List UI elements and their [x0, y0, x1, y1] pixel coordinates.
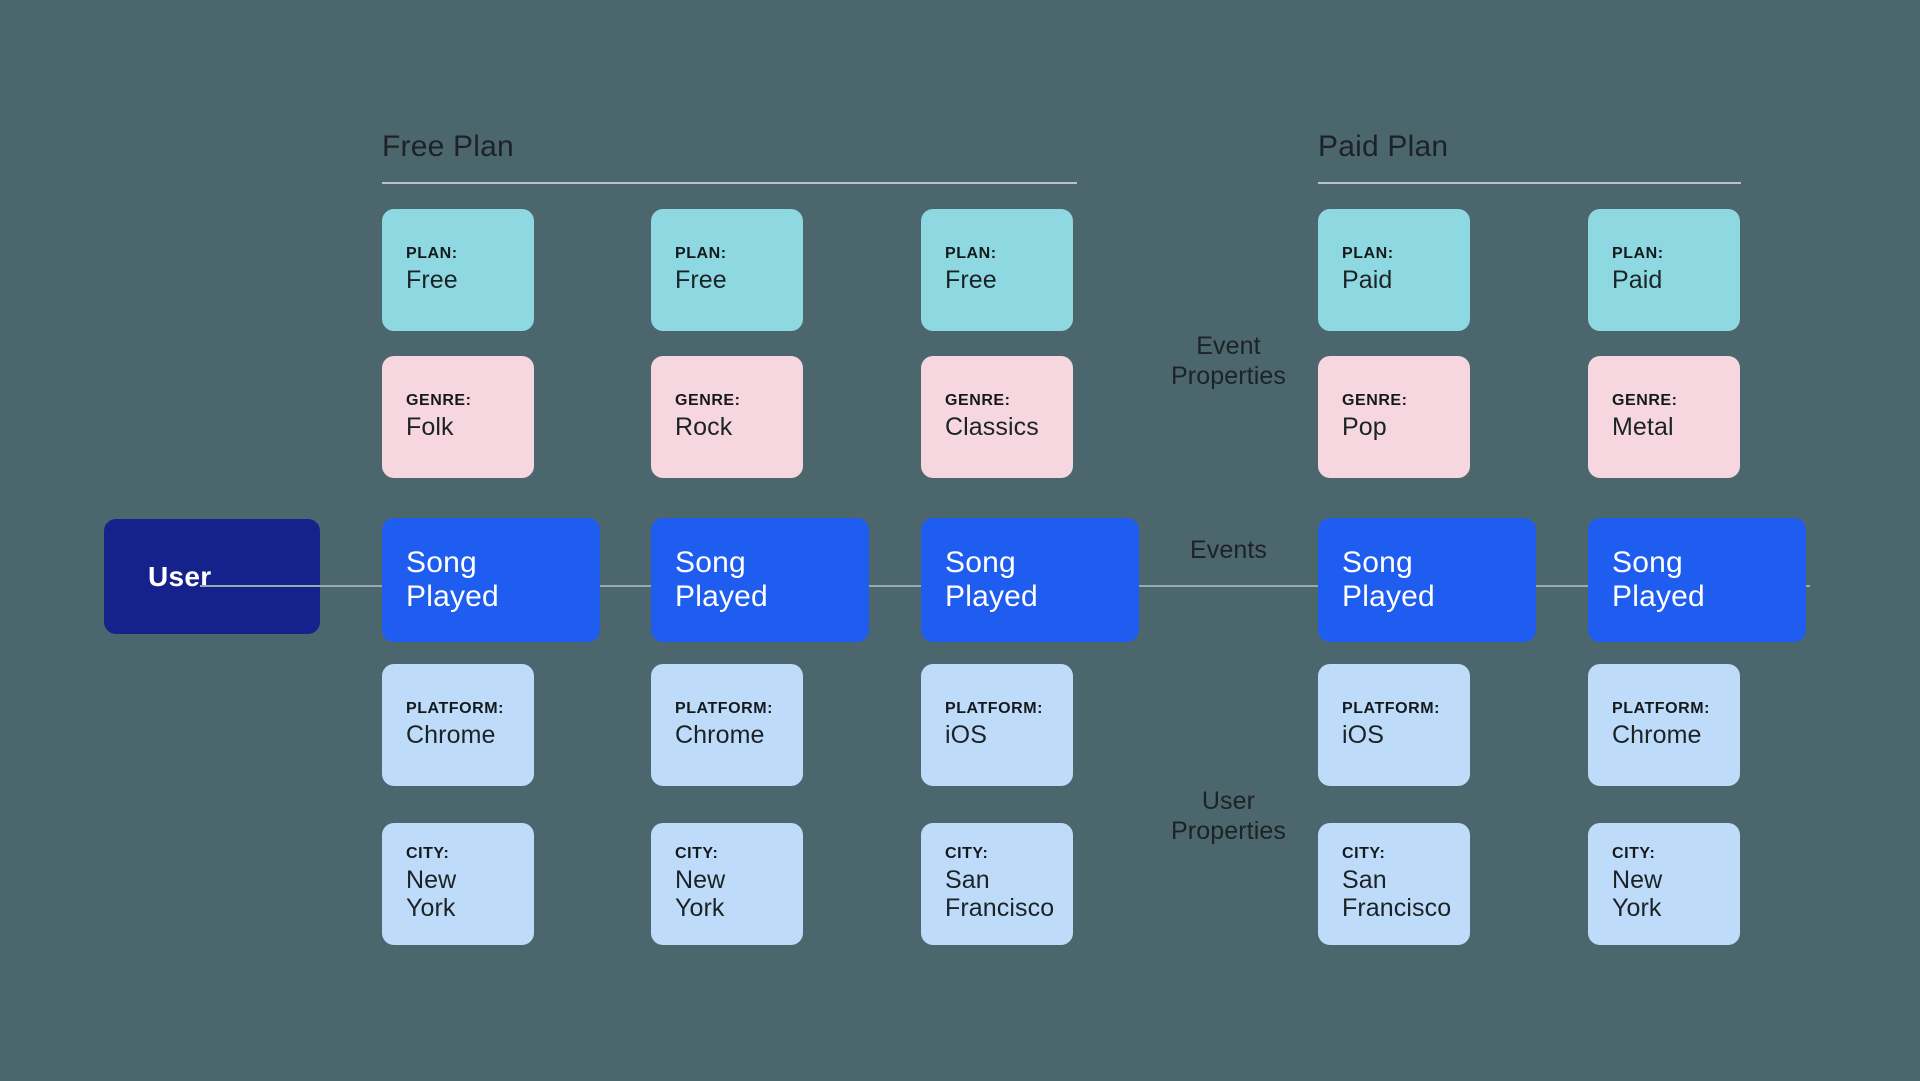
- city-card-5[interactable]: CITY: New York: [1588, 823, 1740, 945]
- genre-card-1-value: Folk: [406, 413, 454, 442]
- plan-card-4-value: Paid: [1342, 266, 1393, 295]
- plan-card-4[interactable]: PLAN: Paid: [1318, 209, 1470, 331]
- city-card-2-value-line1: New York: [675, 866, 726, 923]
- platform-card-2-value: Chrome: [675, 721, 765, 750]
- platform-card-5[interactable]: PLATFORM: Chrome: [1588, 664, 1740, 786]
- section-rule-paid-plan: [1318, 182, 1741, 184]
- event-node-5-line1: Song: [1612, 545, 1683, 579]
- platform-card-2[interactable]: PLATFORM: Chrome: [651, 664, 803, 786]
- platform-card-5-key: PLATFORM:: [1612, 699, 1710, 717]
- plan-card-2-value: Free: [675, 266, 727, 295]
- genre-card-1[interactable]: GENRE: Folk: [382, 356, 534, 478]
- user-node-label: User: [148, 560, 212, 592]
- platform-card-4-key: PLATFORM:: [1342, 699, 1440, 717]
- platform-card-3-value: iOS: [945, 721, 987, 750]
- platform-card-5-value: Chrome: [1612, 721, 1702, 750]
- platform-card-1-key: PLATFORM:: [406, 699, 504, 717]
- event-node-3-line2: Played: [945, 580, 1038, 613]
- genre-card-4-key: GENRE:: [1342, 391, 1408, 409]
- platform-card-1[interactable]: PLATFORM: Chrome: [382, 664, 534, 786]
- city-card-1-value-line1: New York: [406, 866, 457, 923]
- genre-card-4[interactable]: GENRE: Pop: [1318, 356, 1470, 478]
- event-node-4-line2: Played: [1342, 580, 1435, 613]
- city-card-2-key: CITY:: [675, 844, 719, 862]
- city-card-1[interactable]: CITY: New York: [382, 823, 534, 945]
- annotation-event-properties: Event Properties: [1139, 331, 1318, 391]
- plan-card-3[interactable]: PLAN: Free: [921, 209, 1073, 331]
- plan-card-1[interactable]: PLAN: Free: [382, 209, 534, 331]
- annotation-user-properties: User Properties: [1139, 786, 1318, 846]
- plan-card-5-key: PLAN:: [1612, 244, 1664, 262]
- platform-card-3[interactable]: PLATFORM: iOS: [921, 664, 1073, 786]
- platform-card-1-value: Chrome: [406, 721, 496, 750]
- annotation-event-properties-line1: Event: [1196, 332, 1261, 360]
- platform-card-4-value: iOS: [1342, 721, 1384, 750]
- genre-card-5[interactable]: GENRE: Metal: [1588, 356, 1740, 478]
- city-card-3-key: CITY:: [945, 844, 989, 862]
- plan-card-3-value: Free: [945, 266, 997, 295]
- event-node-4[interactable]: Song Played: [1318, 518, 1536, 642]
- city-card-4-value-line1: San: [1342, 866, 1387, 895]
- user-node[interactable]: User: [104, 519, 320, 634]
- city-card-2[interactable]: CITY: New York: [651, 823, 803, 945]
- event-node-2-line2: Played: [675, 580, 768, 613]
- event-node-1-line1: Song: [406, 545, 477, 579]
- city-card-4[interactable]: CITY: San Francisco: [1318, 823, 1470, 945]
- genre-card-2-value: Rock: [675, 413, 733, 442]
- platform-card-4[interactable]: PLATFORM: iOS: [1318, 664, 1470, 786]
- annotation-event-properties-line2: Properties: [1171, 362, 1286, 390]
- city-card-5-value-line1: New York: [1612, 866, 1663, 923]
- section-header-free-plan: Free Plan: [382, 130, 514, 163]
- genre-card-5-value: Metal: [1612, 413, 1674, 442]
- plan-card-4-key: PLAN:: [1342, 244, 1394, 262]
- city-card-4-value-line2: Francisco: [1342, 894, 1452, 923]
- event-node-5-line2: Played: [1612, 580, 1705, 613]
- genre-card-5-key: GENRE:: [1612, 391, 1678, 409]
- plan-card-1-key: PLAN:: [406, 244, 458, 262]
- city-card-3[interactable]: CITY: San Francisco: [921, 823, 1073, 945]
- annotation-events: Events: [1139, 535, 1318, 565]
- event-node-2-line1: Song: [675, 545, 746, 579]
- plan-card-2-key: PLAN:: [675, 244, 727, 262]
- section-header-paid-plan: Paid Plan: [1318, 130, 1449, 163]
- platform-card-2-key: PLATFORM:: [675, 699, 773, 717]
- event-node-3-line1: Song: [945, 545, 1016, 579]
- annotation-user-properties-line1: User: [1201, 787, 1256, 815]
- event-node-1[interactable]: Song Played: [382, 518, 600, 642]
- genre-card-1-key: GENRE:: [406, 391, 472, 409]
- plan-card-3-key: PLAN:: [945, 244, 997, 262]
- plan-card-2[interactable]: PLAN: Free: [651, 209, 803, 331]
- platform-card-3-key: PLATFORM:: [945, 699, 1043, 717]
- city-card-3-value-line1: San: [945, 866, 990, 895]
- city-card-4-key: CITY:: [1342, 844, 1386, 862]
- genre-card-3-key: GENRE:: [945, 391, 1011, 409]
- section-rule-free-plan: [382, 182, 1077, 184]
- genre-card-3[interactable]: GENRE: Classics: [921, 356, 1073, 478]
- city-card-5-key: CITY:: [1612, 844, 1656, 862]
- plan-card-1-value: Free: [406, 266, 458, 295]
- event-node-4-line1: Song: [1342, 545, 1413, 579]
- genre-card-2-key: GENRE:: [675, 391, 741, 409]
- plan-card-5[interactable]: PLAN: Paid: [1588, 209, 1740, 331]
- annotation-user-properties-line2: Properties: [1171, 817, 1286, 845]
- genre-card-4-value: Pop: [1342, 413, 1387, 442]
- city-card-1-key: CITY:: [406, 844, 450, 862]
- plan-card-5-value: Paid: [1612, 266, 1663, 295]
- genre-card-2[interactable]: GENRE: Rock: [651, 356, 803, 478]
- event-node-2[interactable]: Song Played: [651, 518, 869, 642]
- city-card-3-value-line2: Francisco: [945, 894, 1055, 923]
- event-node-1-line2: Played: [406, 580, 499, 613]
- annotation-events-line1: Events: [1189, 536, 1268, 564]
- event-node-5[interactable]: Song Played: [1588, 518, 1806, 642]
- genre-card-3-value: Classics: [945, 413, 1039, 442]
- event-node-3[interactable]: Song Played: [921, 518, 1139, 642]
